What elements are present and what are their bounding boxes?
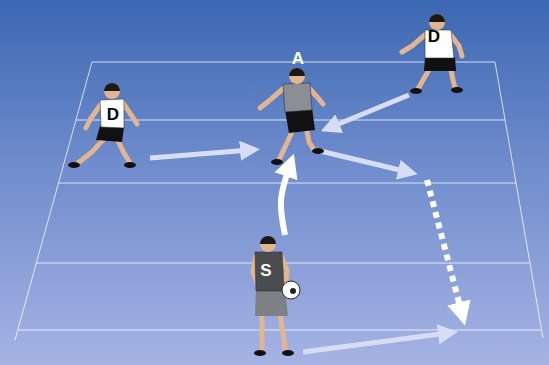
player-figure: D	[395, 10, 465, 95]
run-arrow	[303, 333, 448, 352]
pitch-sideline	[495, 62, 543, 338]
player-hair	[289, 68, 305, 76]
player-letter: D	[107, 106, 119, 123]
player-letter: A	[292, 50, 304, 67]
player-limb	[260, 88, 284, 108]
movement-arrow	[330, 95, 409, 128]
player-hair	[104, 83, 120, 91]
player-shirt	[255, 252, 284, 291]
movement-arrow	[150, 150, 250, 158]
player-shoe	[271, 159, 283, 165]
player-body	[250, 40, 330, 165]
movement-arrow	[281, 165, 290, 235]
player-limb	[418, 70, 429, 89]
player-body	[250, 235, 300, 358]
dotted-pass-arrow	[427, 180, 462, 314]
player-figure: A	[250, 40, 330, 165]
player-limb	[260, 315, 265, 349]
player-limb	[279, 132, 292, 160]
run-arrow	[316, 150, 408, 172]
player-hair	[429, 14, 445, 22]
player-shoe	[312, 148, 324, 154]
player-shorts	[424, 57, 456, 71]
pitch-lines	[15, 62, 543, 340]
player-shoe	[68, 162, 80, 168]
player-head	[289, 68, 305, 84]
player-head	[104, 83, 120, 99]
player-shoe	[451, 87, 463, 93]
player-limb	[123, 103, 137, 124]
pitch-line	[18, 330, 541, 331]
player-body	[62, 80, 150, 175]
ball-patch	[290, 288, 296, 294]
player-limb	[86, 104, 101, 128]
player-body	[395, 10, 465, 95]
player-shoe	[254, 350, 266, 356]
player-limb	[78, 140, 103, 163]
player-figure: S	[250, 235, 300, 358]
player-shirt	[100, 99, 124, 128]
player-letter: D	[428, 28, 440, 45]
player-shorts	[96, 126, 124, 142]
player-figure: D	[62, 80, 150, 175]
player-shirt	[283, 83, 312, 112]
player-limb	[402, 34, 426, 52]
player-head	[260, 236, 276, 252]
player-hair	[260, 236, 276, 244]
player-shoe	[282, 350, 294, 356]
pitch-sideline	[15, 62, 92, 340]
player-letter: S	[260, 262, 271, 279]
player-limb	[280, 315, 285, 349]
pitch-line	[58, 183, 516, 184]
player-limb	[451, 70, 455, 88]
soccer-ball	[282, 281, 300, 299]
player-shoe	[410, 88, 422, 94]
player-limb	[118, 141, 130, 163]
player-shoe	[124, 162, 136, 168]
player-limb	[307, 131, 314, 150]
